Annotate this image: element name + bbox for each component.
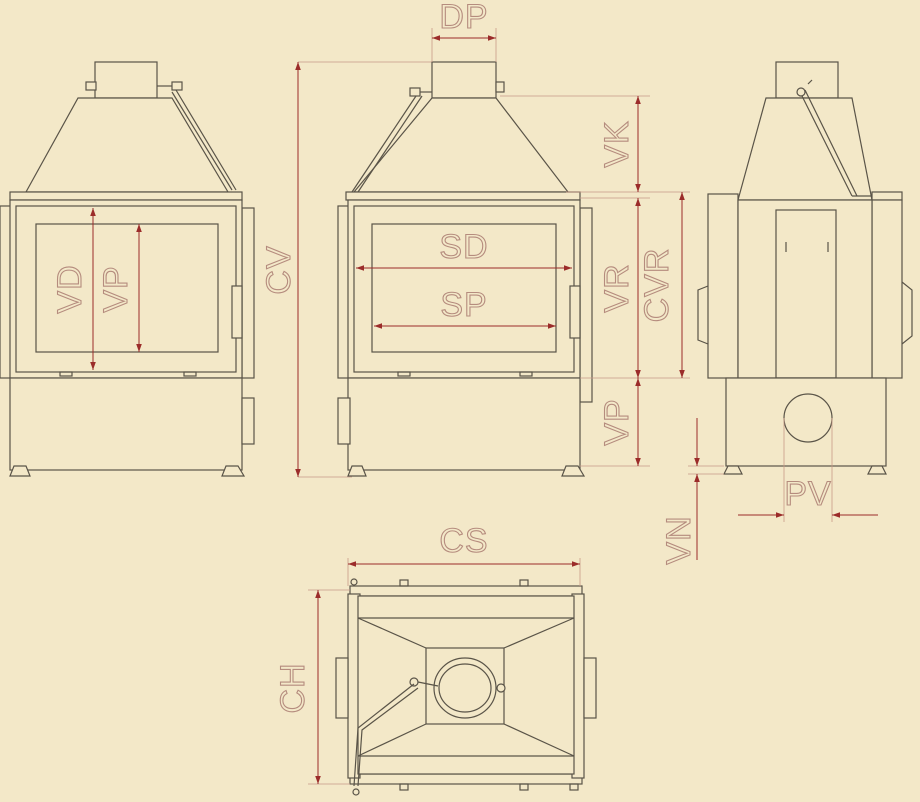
dimension-vk: VK xyxy=(500,95,690,193)
label-vp-front: VP xyxy=(97,265,135,312)
dimension-cs: CS xyxy=(347,521,581,586)
top-view-bottom xyxy=(335,578,597,796)
label-dp: DP xyxy=(439,0,488,36)
label-vp-side: VP xyxy=(598,398,636,445)
label-sp: SP xyxy=(440,286,487,324)
dimension-ch: CH xyxy=(273,589,350,785)
dimension-vd: VD xyxy=(50,208,96,370)
label-ch: CH xyxy=(274,662,312,713)
dimension-sp: SP xyxy=(374,285,556,329)
label-vr: VR xyxy=(598,263,636,312)
dimension-pv: PV xyxy=(738,418,878,522)
dimension-vr: VR xyxy=(580,197,690,379)
dimension-vn: VN xyxy=(659,418,724,565)
dimension-vp-front: VP xyxy=(96,224,142,352)
dimension-cv: CV xyxy=(259,61,432,478)
label-vn: VN xyxy=(660,515,698,564)
label-sd: SD xyxy=(439,228,488,266)
label-pv: PV xyxy=(784,475,831,513)
dimension-cvr: CVR xyxy=(637,192,685,378)
front-view-left xyxy=(0,61,255,477)
side-view-right xyxy=(697,61,913,475)
label-vd: VD xyxy=(51,264,89,313)
dimension-vp-side: VP xyxy=(580,378,650,467)
dimension-dp: DP xyxy=(431,0,497,62)
front-view-middle xyxy=(337,61,593,477)
label-vk: VK xyxy=(598,120,636,167)
label-cvr: CVR xyxy=(638,248,676,323)
label-cs: CS xyxy=(439,522,488,560)
dimension-sd: SD xyxy=(356,227,572,271)
label-cv: CV xyxy=(260,245,298,294)
